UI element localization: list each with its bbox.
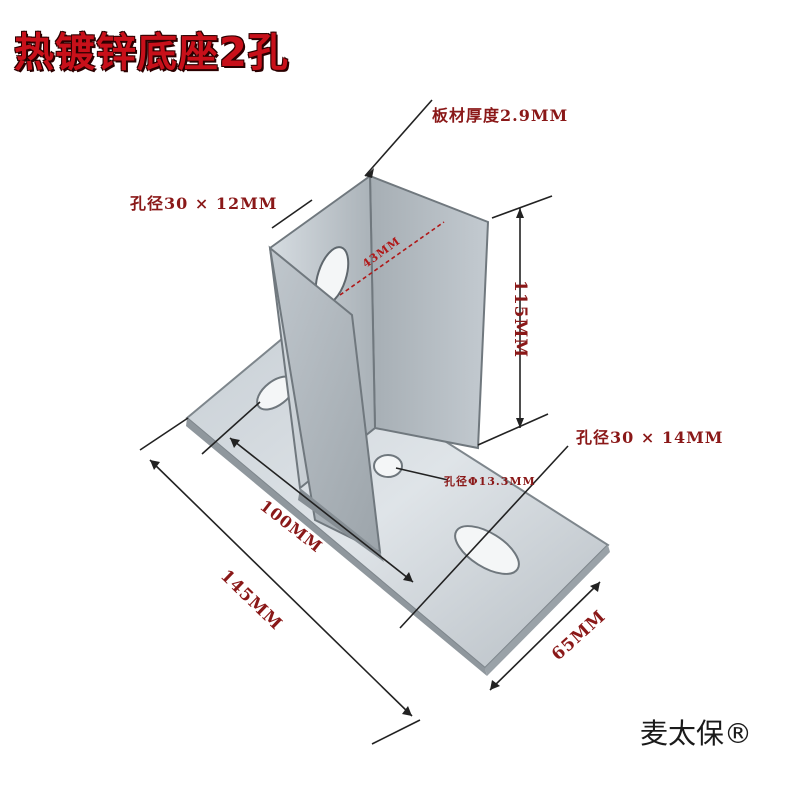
- label-upper-hole: 孔径30 × 12MM: [130, 194, 278, 213]
- slot-hole-lower: [454, 525, 520, 575]
- label-center-hole: 孔径Φ13.3MM: [444, 475, 536, 488]
- label-height: 115MM: [510, 280, 530, 359]
- dimension-arrows: [150, 168, 600, 716]
- brand-mark: 麦太保®: [639, 717, 752, 750]
- back-wall: [368, 174, 490, 450]
- label-plate-thickness: 板材厚度2.9MM: [432, 106, 569, 125]
- dimension-lines: [139, 99, 601, 745]
- label-lower-hole: 孔径30 × 14MM: [576, 428, 724, 447]
- product-title: 热镀锌底座2孔: [14, 30, 289, 76]
- center-hole: [373, 454, 403, 478]
- u-channel-post: [268, 174, 490, 562]
